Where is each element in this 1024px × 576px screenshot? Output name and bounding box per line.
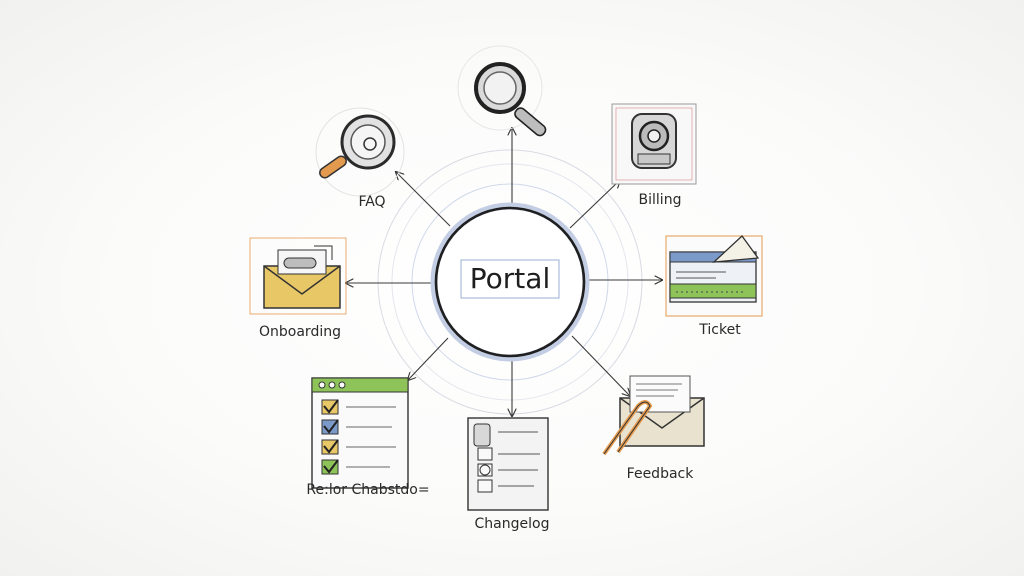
- connector-faq: [396, 172, 451, 227]
- node-label-ticket: Ticket: [699, 322, 741, 338]
- connector-billing: [569, 180, 620, 229]
- node-label-faq: FAQ: [358, 194, 386, 210]
- checklist-icon: [311, 377, 409, 489]
- node-label-onboarding: Onboarding: [259, 324, 341, 340]
- magnifier-icon: [457, 45, 547, 137]
- envelope-paperclip-icon: [602, 375, 705, 456]
- ticket-document-icon: [665, 235, 763, 317]
- webcam-device-icon: [611, 103, 697, 185]
- portal-hub: [430, 202, 590, 362]
- node-label-feedback: Feedback: [626, 466, 694, 482]
- hub-label: Portal: [469, 262, 551, 295]
- connector-checklist: [408, 337, 449, 380]
- node-label-changelog: Changelog: [474, 516, 550, 532]
- node-label-checklist: Re:lor Chabstdo=: [306, 482, 430, 498]
- connectors: [346, 128, 662, 416]
- magnifier-icon: [315, 107, 405, 197]
- node-label-billing: Billing: [638, 192, 682, 208]
- open-envelope-icon: [249, 237, 347, 315]
- connector-feedback: [571, 335, 630, 396]
- changelog-document-icon: [467, 417, 549, 511]
